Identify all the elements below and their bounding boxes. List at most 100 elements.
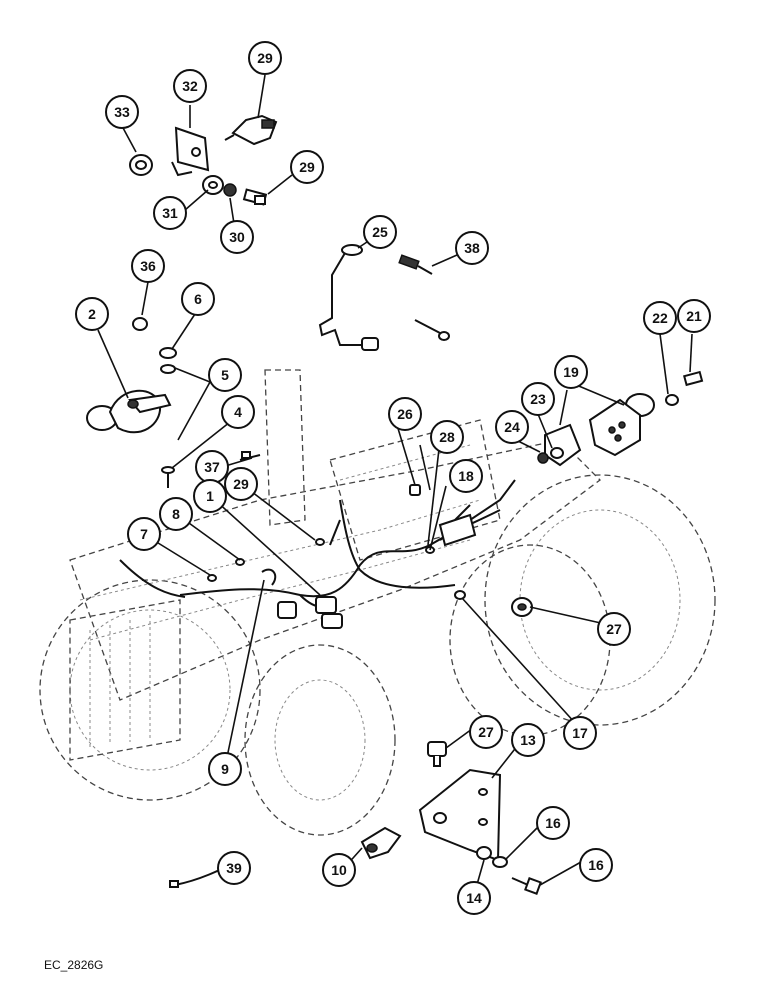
svg-text:19: 19	[563, 364, 579, 380]
svg-text:32: 32	[182, 78, 198, 94]
callout-30: 29	[290, 150, 324, 184]
svg-text:8: 8	[172, 506, 180, 522]
callout-2: 2	[75, 297, 109, 331]
leader-lines	[97, 74, 693, 889]
part-5-washer	[160, 364, 176, 374]
callout-15: 16	[536, 806, 570, 840]
svg-text:25: 25	[372, 224, 388, 240]
callout-29-top: 29	[248, 41, 282, 75]
svg-text:22: 22	[652, 310, 668, 326]
svg-text:37: 37	[204, 459, 220, 475]
callout-21: 22	[643, 301, 677, 335]
callout-9: 9	[208, 752, 242, 786]
svg-text:33: 33	[114, 104, 130, 120]
figure-code: EC_2826G	[44, 958, 104, 972]
svg-text:2: 2	[88, 306, 96, 322]
part-37-lead	[398, 254, 450, 341]
svg-text:4: 4	[234, 404, 242, 420]
svg-text:27: 27	[606, 621, 622, 637]
callout-28: 28	[430, 420, 464, 454]
part-20-screw	[683, 370, 704, 387]
callout-5: 5	[208, 358, 242, 392]
part-13-bracket	[418, 768, 502, 862]
callout-20: 21	[677, 299, 711, 333]
callout-8: 8	[159, 497, 193, 531]
part-31-lock-washer	[223, 183, 237, 197]
callout-7: 7	[127, 517, 161, 551]
part-28-18-clips	[409, 484, 477, 554]
callout-32: 31	[153, 196, 187, 230]
part-29-switch	[224, 114, 278, 146]
callout-36: 36	[131, 249, 165, 283]
svg-text:16: 16	[545, 815, 561, 831]
part-15-washer	[492, 856, 508, 868]
callout-18: 18	[449, 459, 483, 493]
part-16-bolt	[511, 877, 542, 895]
svg-text:14: 14	[466, 890, 482, 906]
part-38-connector	[239, 451, 261, 461]
part-36-nut	[132, 317, 148, 331]
callout-25: 26	[388, 397, 422, 431]
part-2-horn	[86, 389, 172, 434]
callout-34: 33	[105, 95, 139, 129]
callout-38: 37	[195, 450, 229, 484]
svg-text:27: 27	[478, 724, 494, 740]
callout-29-mid: 29	[224, 467, 258, 501]
callout-19: 19	[554, 355, 588, 389]
callout-1: 1	[193, 479, 227, 513]
svg-text:36: 36	[140, 258, 156, 274]
part-26-grommet	[511, 597, 533, 617]
svg-text:26: 26	[397, 406, 413, 422]
callout-31: 30	[220, 220, 254, 254]
part-23-nut	[537, 452, 549, 464]
callout-39: 39	[217, 851, 251, 885]
svg-text:24: 24	[504, 419, 520, 435]
part-21-washer	[665, 394, 679, 406]
callout-10: 10	[322, 853, 356, 887]
callout-14: 14	[457, 881, 491, 915]
part-24-sender	[318, 244, 379, 351]
callout-37: 38	[455, 231, 489, 265]
svg-text:28: 28	[439, 429, 455, 445]
svg-text:16: 16	[588, 857, 604, 873]
part-34-nut	[129, 154, 153, 176]
part-9-connector	[261, 568, 297, 619]
svg-text:18: 18	[458, 468, 474, 484]
svg-text:21: 21	[686, 308, 702, 324]
part-8-clip	[235, 558, 245, 566]
part-1-connector	[315, 596, 343, 629]
callout-24: 25	[363, 215, 397, 249]
callout-22: 23	[521, 382, 555, 416]
svg-text:9: 9	[221, 761, 229, 777]
callout-33: 32	[173, 69, 207, 103]
callout-16: 16	[579, 848, 613, 882]
callout-23: 24	[495, 410, 529, 444]
part-7-clip	[207, 574, 217, 582]
svg-text:5: 5	[221, 367, 229, 383]
svg-text:30: 30	[229, 229, 245, 245]
svg-text:23: 23	[530, 391, 546, 407]
svg-text:10: 10	[331, 862, 347, 878]
part-4-screw	[161, 466, 175, 488]
part-6-washer	[159, 347, 177, 359]
svg-text:39: 39	[226, 860, 242, 876]
callout-26: 27	[597, 612, 631, 646]
svg-text:29: 29	[257, 50, 273, 66]
callout-17: 17	[563, 716, 597, 750]
callout-27: 27	[469, 715, 503, 749]
part-10-sensor	[360, 826, 402, 860]
svg-text:7: 7	[140, 526, 148, 542]
part-22-washer	[550, 447, 564, 459]
part-32-washer	[202, 175, 224, 195]
callout-4: 4	[221, 395, 255, 429]
part-29-sensor-lower	[315, 538, 325, 546]
part-17-clip	[454, 590, 466, 600]
svg-text:17: 17	[572, 725, 588, 741]
svg-text:13: 13	[520, 732, 536, 748]
callouts: 33 32 29 29 31 30 36 6 2 5 4 25 38 22 21…	[75, 41, 711, 915]
svg-text:6: 6	[194, 291, 202, 307]
svg-text:1: 1	[206, 488, 214, 504]
callout-6: 6	[181, 282, 215, 316]
part-27-switch	[427, 741, 447, 767]
